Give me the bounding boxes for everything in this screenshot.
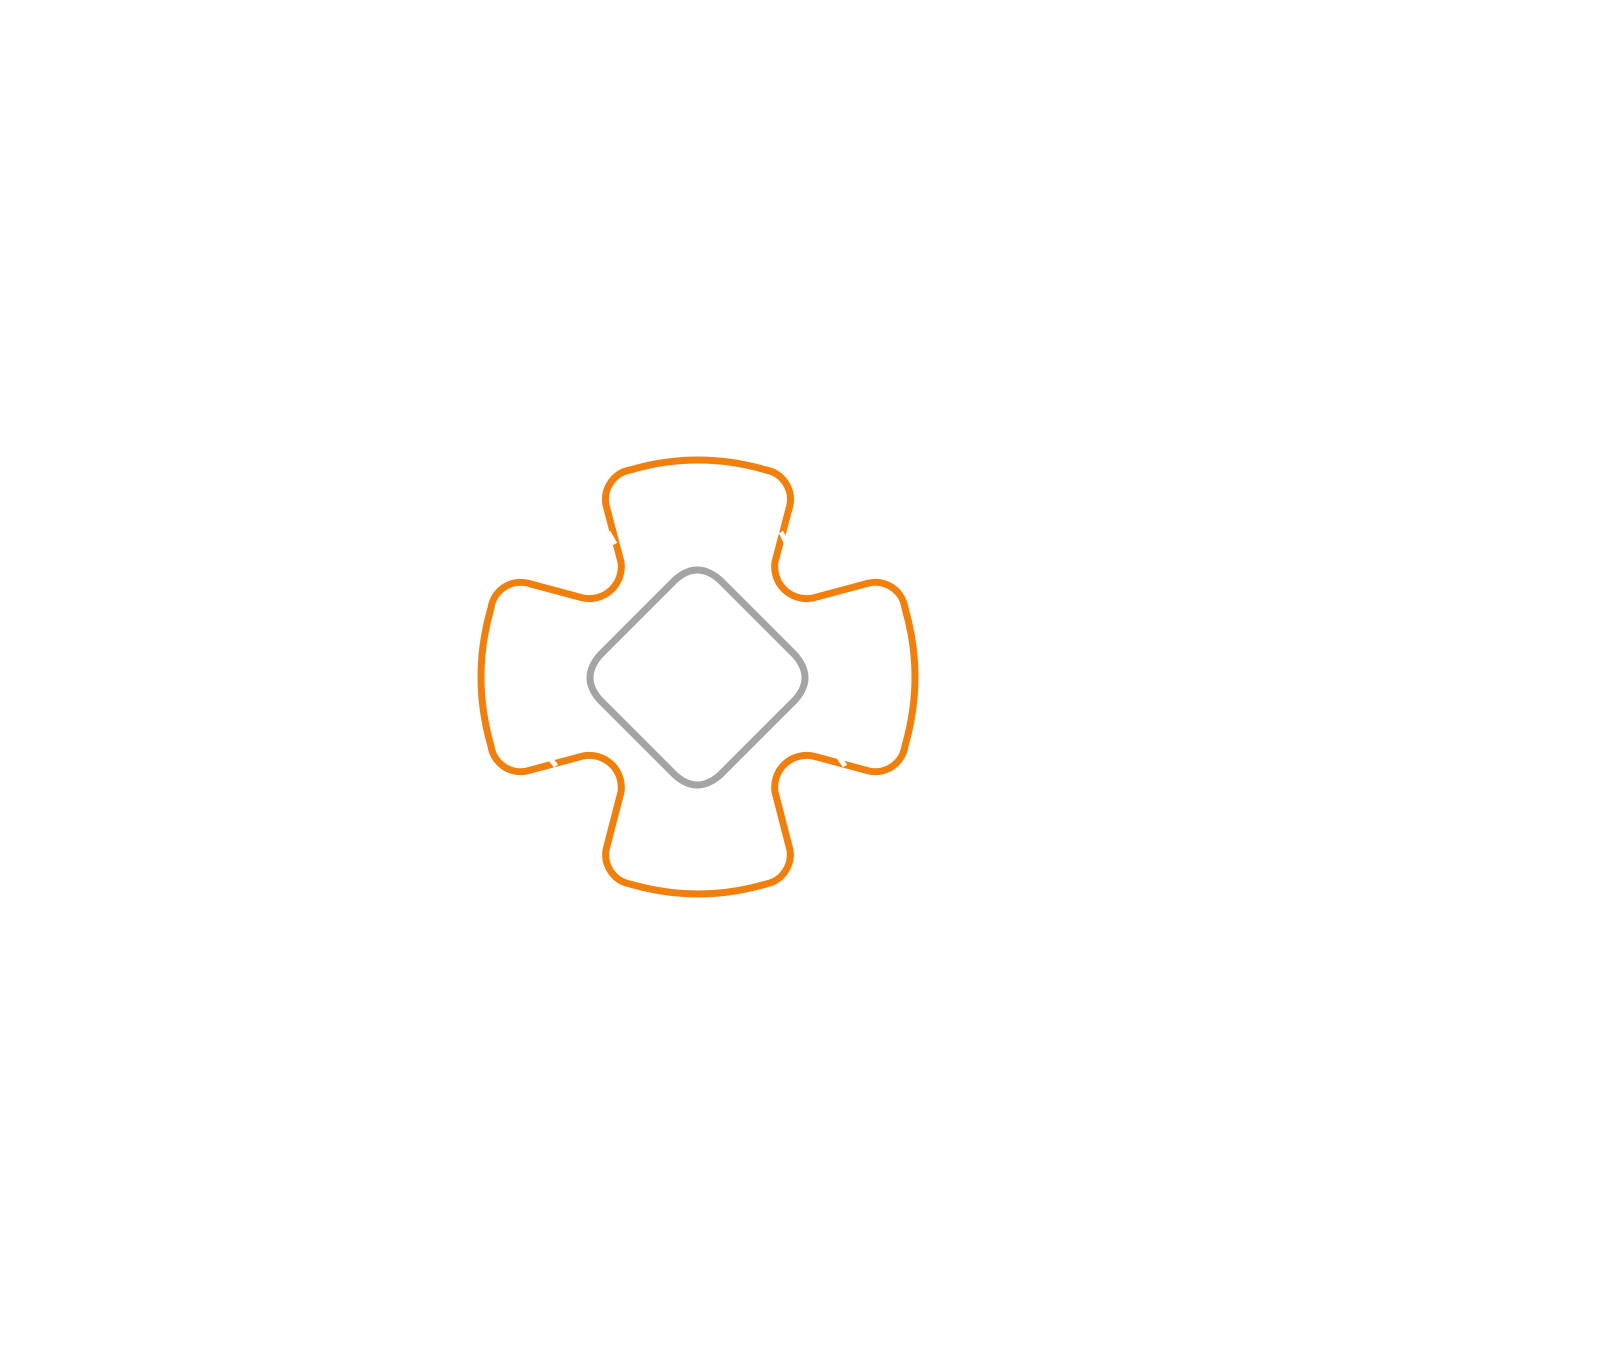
outer-cross-shape (477, 456, 919, 898)
gap-mark (605, 530, 618, 546)
gap-mark (546, 754, 558, 768)
stroke-gaps (546, 530, 848, 768)
puzzle-cross-icon (477, 456, 919, 898)
inner-diamond-shape (586, 566, 809, 789)
gap-mark (778, 530, 789, 544)
gap-mark (835, 754, 848, 768)
